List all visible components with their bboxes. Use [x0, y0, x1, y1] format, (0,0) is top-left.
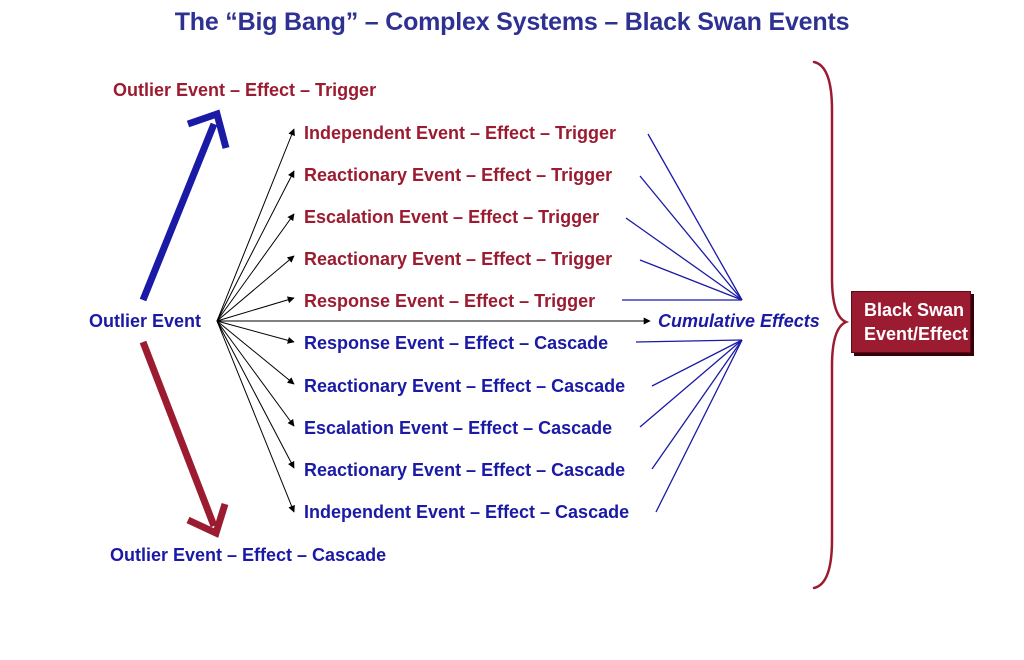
converge-line-4 [639, 259, 743, 301]
fan-arrow-9 [216, 320, 295, 469]
trigger-item: Reactionary Event – Effect – Trigger [304, 249, 613, 269]
fan-arrow-2 [216, 170, 295, 322]
fan-arrow-5 [216, 296, 295, 322]
cascade-item: Reactionary Event – Effect – Cascade [304, 460, 626, 480]
outlier-cascade-arrowhead [186, 502, 229, 538]
outlier-trigger-label: Outlier Event – Effect – Trigger [113, 80, 377, 100]
trigger-item: Escalation Event – Effect – Trigger [304, 207, 600, 227]
fan-arrows [216, 128, 651, 513]
converge-line-7 [651, 339, 743, 387]
fan-arrow-7 [216, 320, 295, 385]
outlier-cascade-label: Outlier Event – Effect – Cascade [110, 545, 387, 565]
fan-arrow-6 [216, 320, 295, 344]
page-title: The “Big Bang” – Complex Systems – Black… [174, 8, 850, 36]
black-swan-line-1: Black Swan [864, 300, 965, 320]
converge-line-10 [655, 339, 743, 513]
converge-line-1 [647, 133, 743, 301]
fan-arrow-8 [216, 320, 295, 427]
cascade-item: Response Event – Effect – Cascade [304, 333, 609, 353]
grouping-brace [812, 60, 850, 590]
outlier-trigger-arrow [139, 122, 218, 302]
black-swan-box: Black Swan Event/Effect [851, 291, 971, 353]
fan-arrow-1 [216, 128, 295, 322]
fan-arrow-3 [216, 213, 295, 322]
cumulative-effects-label: Cumulative Effects [658, 311, 820, 331]
converging-lines [622, 133, 743, 513]
outlier-trigger-arrowhead [186, 109, 230, 149]
converge-line-3 [625, 217, 743, 301]
cascade-item: Reactionary Event – Effect – Cascade [304, 376, 626, 396]
trigger-item: Independent Event – Effect – Trigger [304, 123, 617, 143]
cascade-item: Escalation Event – Effect – Cascade [304, 418, 613, 438]
trigger-item: Response Event – Effect – Trigger [304, 291, 596, 311]
trigger-item: Reactionary Event – Effect – Trigger [304, 165, 613, 185]
source-node-label: Outlier Event [89, 311, 202, 331]
converge-line-6 [635, 339, 743, 343]
converge-line-2 [639, 175, 743, 301]
fan-arrow-4 [216, 255, 295, 322]
converge-line-9 [651, 339, 743, 470]
fan-arrow-10 [216, 320, 295, 513]
black-swan-line-2: Event/Effect [864, 324, 969, 344]
outlier-cascade-arrow [139, 340, 218, 528]
converge-line-8 [639, 339, 743, 428]
cascade-item: Independent Event – Effect – Cascade [304, 502, 630, 522]
